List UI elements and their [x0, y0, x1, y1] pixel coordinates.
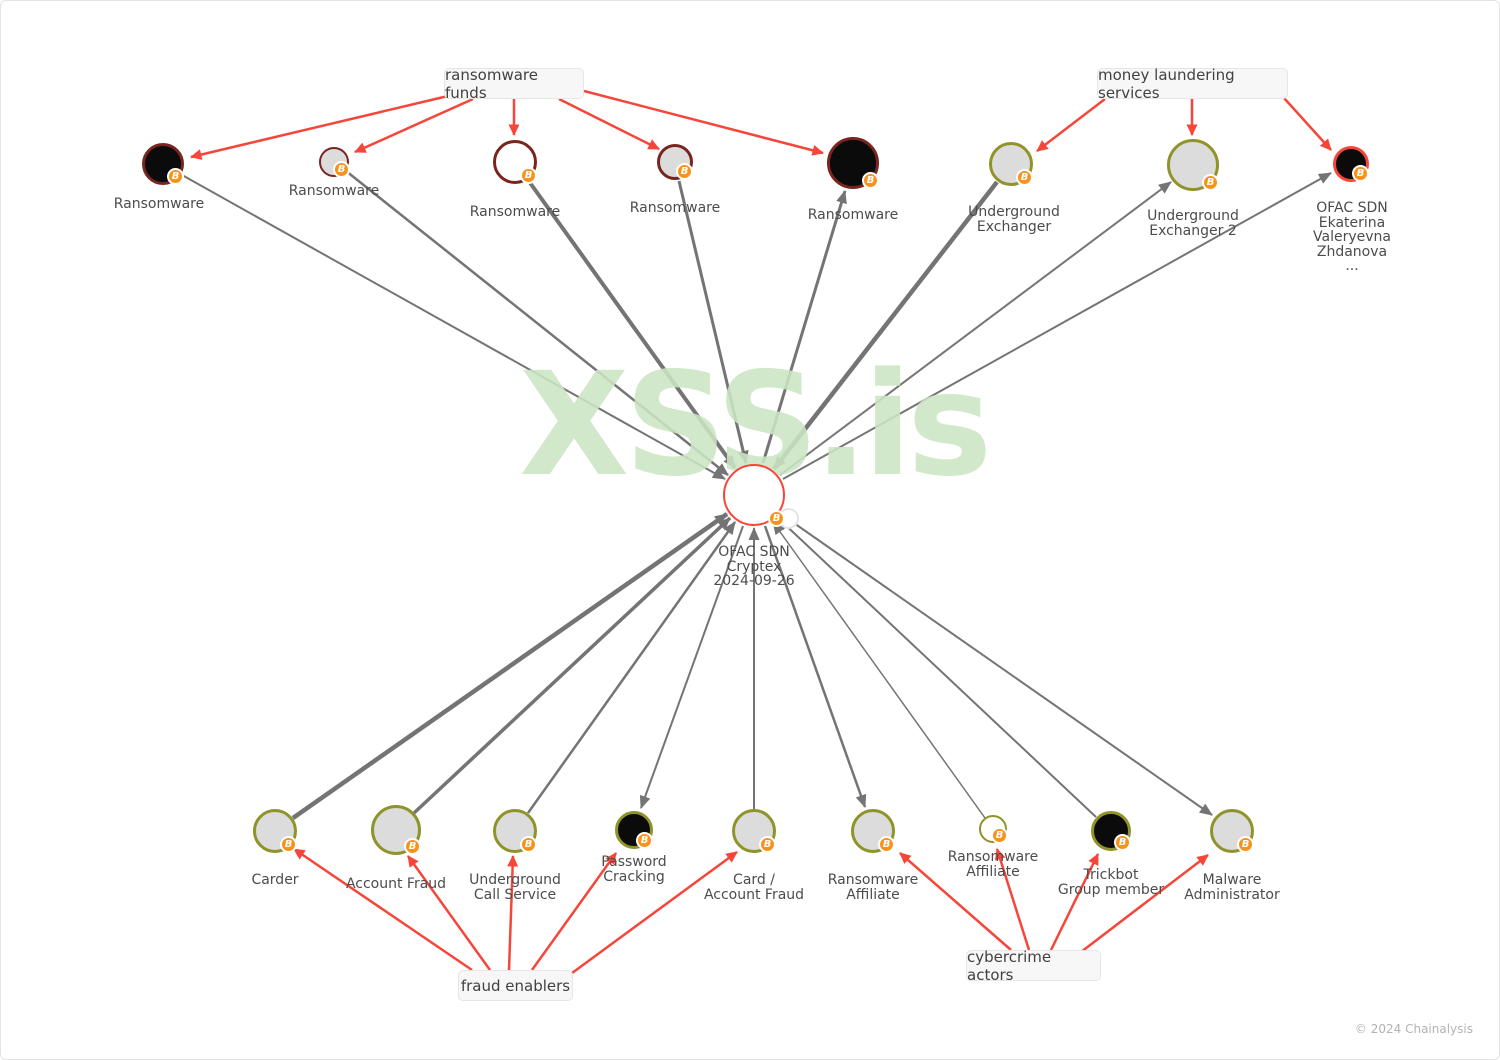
edge-cryptex-to-ransomware-affiliate[interactable] [763, 525, 867, 808]
node-underground-call-service[interactable]: B [493, 809, 537, 853]
bitcoin-badge: B [636, 832, 653, 849]
arrow-fraud-enablers-to-account-fraud[interactable] [406, 855, 492, 971]
node-label-ofac-sdn-zhdanova: OFAC SDN Ekaterina Valeryevna Zhdanova .… [1313, 200, 1391, 274]
annotation-money-laundering-services[interactable]: money laundering services [1097, 65, 1288, 102]
node-password-cracking[interactable]: B [615, 811, 653, 849]
bitcoin-badge: B [1352, 165, 1369, 182]
node-label-card-account-fraud: Card / Account Fraud [703, 872, 805, 903]
node-label-ransomware-1: Ransomware [113, 196, 205, 212]
node-ransomware-4[interactable]: B [657, 144, 693, 180]
annotation-ransomware-funds[interactable]: ransomware funds [444, 65, 584, 102]
bitcoin-badge: B [167, 168, 184, 185]
node-carder[interactable]: B [253, 809, 297, 853]
node-label-password-cracking: Password Cracking [601, 854, 667, 885]
node-ofac-sdn-zhdanova[interactable]: B [1333, 146, 1369, 182]
annotation-fraud-enablers[interactable]: fraud enablers [458, 970, 573, 1001]
edge-cryptex-to-underground-exchanger-2[interactable] [779, 181, 1172, 476]
arrow-fraud-enablers-to-password-cracking[interactable] [530, 852, 618, 971]
arrow-cybercrime-actors-to-ransomware-affiliate-2[interactable] [994, 848, 1031, 951]
node-label-malware-administrator: Malware Administrator [1184, 872, 1280, 903]
edge-ransomware-affiliate-2-to-cryptex[interactable] [772, 521, 986, 819]
node-label-ransomware-4: Ransomware [629, 200, 721, 216]
arrow-ransomware-funds-to-ransomware-4[interactable] [558, 97, 660, 151]
edge-cryptex-to-malware-administrator[interactable] [780, 513, 1213, 816]
edge-ransomware-2-to-cryptex[interactable] [345, 170, 729, 476]
node-ransomware-1[interactable]: B [142, 143, 184, 185]
node-ransomware-2[interactable]: B [319, 147, 350, 178]
bitcoin-badge: B [520, 167, 537, 184]
bitcoin-badge: B [1114, 834, 1131, 851]
annotation-label: money laundering services [1098, 65, 1235, 102]
node-underground-exchanger[interactable]: B [989, 142, 1033, 186]
bitcoin-badge: B [404, 838, 421, 855]
node-label-trickbot-group-member: Trickbot Group member [1057, 867, 1165, 898]
edge-underground-exchanger-to-cryptex[interactable] [772, 180, 999, 471]
node-label-underground-call-service: Underground Call Service [469, 872, 561, 903]
node-ofac-sdn-cryptex[interactable] [723, 464, 785, 526]
arrow-ransomware-funds-to-ransomware-1[interactable] [190, 94, 449, 160]
arrow-cybercrime-actors-to-ransomware-affiliate[interactable] [899, 852, 1012, 951]
node-label-ransomware-3: Ransomware [469, 204, 561, 220]
bitcoin-badge: B [991, 827, 1008, 844]
node-card-account-fraud[interactable]: B [732, 809, 776, 853]
node-malware-administrator[interactable]: B [1210, 809, 1254, 853]
bitcoin-badge: B [676, 163, 693, 180]
annotation-label: cybercrime actors [967, 947, 1052, 984]
node-ransomware-5[interactable]: B [827, 137, 879, 189]
edge-trickbot-to-cryptex[interactable] [777, 517, 1097, 818]
edge-account-fraud-to-cryptex[interactable] [412, 516, 732, 815]
arrow-fraud-enablers-to-underground-call-service[interactable] [507, 855, 519, 971]
bitcoin-badge: B [862, 172, 879, 189]
bitcoin-badge: B [1202, 174, 1219, 191]
node-ransomware-affiliate-2[interactable]: B [979, 815, 1008, 844]
bitcoin-badge: B [759, 836, 776, 853]
node-label-ofac-sdn-cryptex: OFAC SDN Cryptex 2024-09-26 [713, 544, 795, 589]
annotation-cybercrime-actors[interactable]: cybercrime actors [966, 947, 1101, 984]
arrow-ransomware-funds-to-ransomware-2[interactable] [354, 97, 474, 154]
bitcoin-badge: B [280, 836, 297, 853]
arrow-cybercrime-actors-to-trickbot[interactable] [1049, 853, 1100, 951]
annotation-label: ransomware funds [445, 65, 538, 102]
node-label-ransomware-affiliate: Ransomware Affiliate [827, 872, 919, 903]
bitcoin-badge: B [520, 836, 537, 853]
annotation-label: fraud enablers [460, 976, 571, 995]
node-underground-exchanger-2[interactable]: B [1167, 139, 1219, 191]
arrow-fraud-enablers-to-card-account-fraud[interactable] [567, 850, 738, 978]
bitcoin-badge: B [1016, 169, 1033, 186]
node-label-carder: Carder [251, 872, 299, 888]
node-label-underground-exchanger-2: Underground Exchanger 2 [1147, 208, 1239, 239]
node-ransomware-affiliate[interactable]: B [851, 809, 895, 853]
node-label-ransomware-affiliate-2: Ransomware Affiliate [947, 849, 1039, 880]
bitcoin-badge: B [878, 836, 895, 853]
arrow-fraud-enablers-to-carder[interactable] [293, 847, 473, 972]
bitcoin-badge: B [768, 510, 785, 527]
node-label-account-fraud: Account Fraud [345, 876, 447, 892]
edge-carder-to-cryptex[interactable] [291, 512, 729, 820]
edge-ransomware-4-to-cryptex[interactable] [677, 180, 749, 464]
arrow-money-laundering-to-zhdanova[interactable] [1283, 97, 1332, 151]
node-ransomware-3[interactable]: B [493, 140, 537, 184]
edge-ransomware-3-to-cryptex[interactable] [526, 178, 737, 470]
edge-ransomware-1-to-cryptex[interactable] [181, 174, 726, 480]
edge-cryptex-to-password-cracking[interactable] [639, 525, 744, 809]
bitcoin-badge: B [1237, 836, 1254, 853]
node-label-ransomware-5: Ransomware [807, 207, 899, 223]
node-trickbot-group-member[interactable]: B [1091, 811, 1131, 851]
node-label-ransomware-2: Ransomware [288, 183, 380, 199]
bitcoin-badge: B [333, 161, 350, 178]
edge-cryptex-to-zhdanova[interactable] [782, 172, 1332, 480]
node-account-fraud[interactable]: B [371, 805, 421, 855]
node-label-underground-exchanger: Underground Exchanger [968, 204, 1060, 235]
edge-cryptex-to-ransomware-5[interactable] [761, 190, 847, 464]
chainalysis-copyright: © 2024 Chainalysis [1354, 1022, 1473, 1036]
edge-underground-call-service-to-cryptex[interactable] [526, 521, 737, 814]
arrow-ransomware-funds-to-ransomware-5[interactable] [583, 89, 824, 156]
arrow-cybercrime-actors-to-malware-administrator[interactable] [1080, 854, 1209, 953]
arrow-money-laundering-to-underground-exchanger[interactable] [1036, 98, 1106, 152]
